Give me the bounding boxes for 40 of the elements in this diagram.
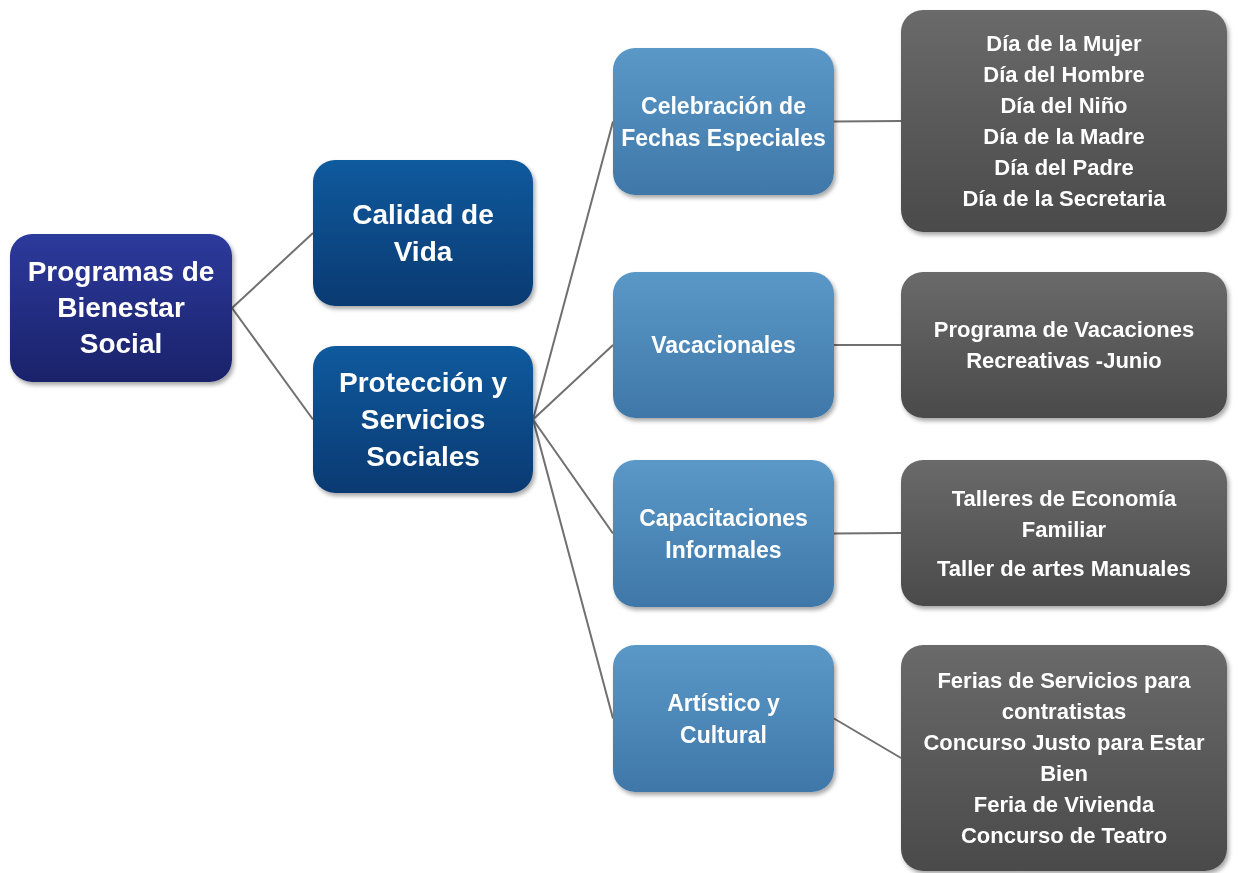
node-text: Día de la Madre <box>983 123 1145 151</box>
node-text: Programa de Vacaciones Recreativas -Junio <box>932 316 1196 375</box>
subcategory-box <box>613 48 834 195</box>
node-text: Vacacionales <box>651 331 796 360</box>
item-box <box>901 10 1227 232</box>
node-text: Artístico y Cultural <box>666 688 781 750</box>
connector-line <box>833 344 902 346</box>
connector-line <box>833 532 902 535</box>
node-text: Concurso de Teatro <box>960 822 1168 850</box>
node-text: Día del Niño <box>1000 92 1128 120</box>
category-box <box>313 346 533 493</box>
connector-line <box>833 120 902 123</box>
subcategory-box <box>613 645 834 792</box>
node-text: Protección y Servicios Sociales <box>337 366 509 474</box>
connector-line <box>833 717 902 759</box>
item-box <box>901 272 1227 418</box>
node-text: Concurso Justo para Estar Bien <box>922 729 1206 788</box>
node-text: Ferias de Servicios para contratistas <box>936 667 1192 726</box>
connector-line <box>532 418 614 720</box>
category-box <box>313 160 533 306</box>
node-text: Día del Hombre <box>983 61 1145 89</box>
node-text: Taller de artes Manuales <box>937 554 1191 583</box>
connector-line <box>231 307 314 421</box>
connector-line <box>532 344 614 421</box>
node-text: Día de la Mujer <box>986 30 1142 58</box>
node-text: Calidad de Vida <box>351 198 495 269</box>
node-text: Feria de Vivienda <box>973 791 1155 819</box>
connector-line <box>231 232 314 309</box>
subcategory-box <box>613 272 834 418</box>
node-text: Día del Padre <box>994 154 1134 182</box>
item-box <box>901 645 1227 871</box>
node-text: Día de la Secretaria <box>962 185 1166 213</box>
item-box <box>901 460 1227 606</box>
node-text: Programas de Bienestar Social <box>26 255 216 361</box>
node-text: Capacitaciones Informales <box>638 503 809 565</box>
root-box <box>10 234 232 382</box>
node-text: Talleres de Economía Familiar <box>950 484 1178 544</box>
node-text: Celebración de Fechas Especiales <box>621 91 826 153</box>
connector-line <box>532 418 614 535</box>
subcategory-box <box>613 460 834 607</box>
